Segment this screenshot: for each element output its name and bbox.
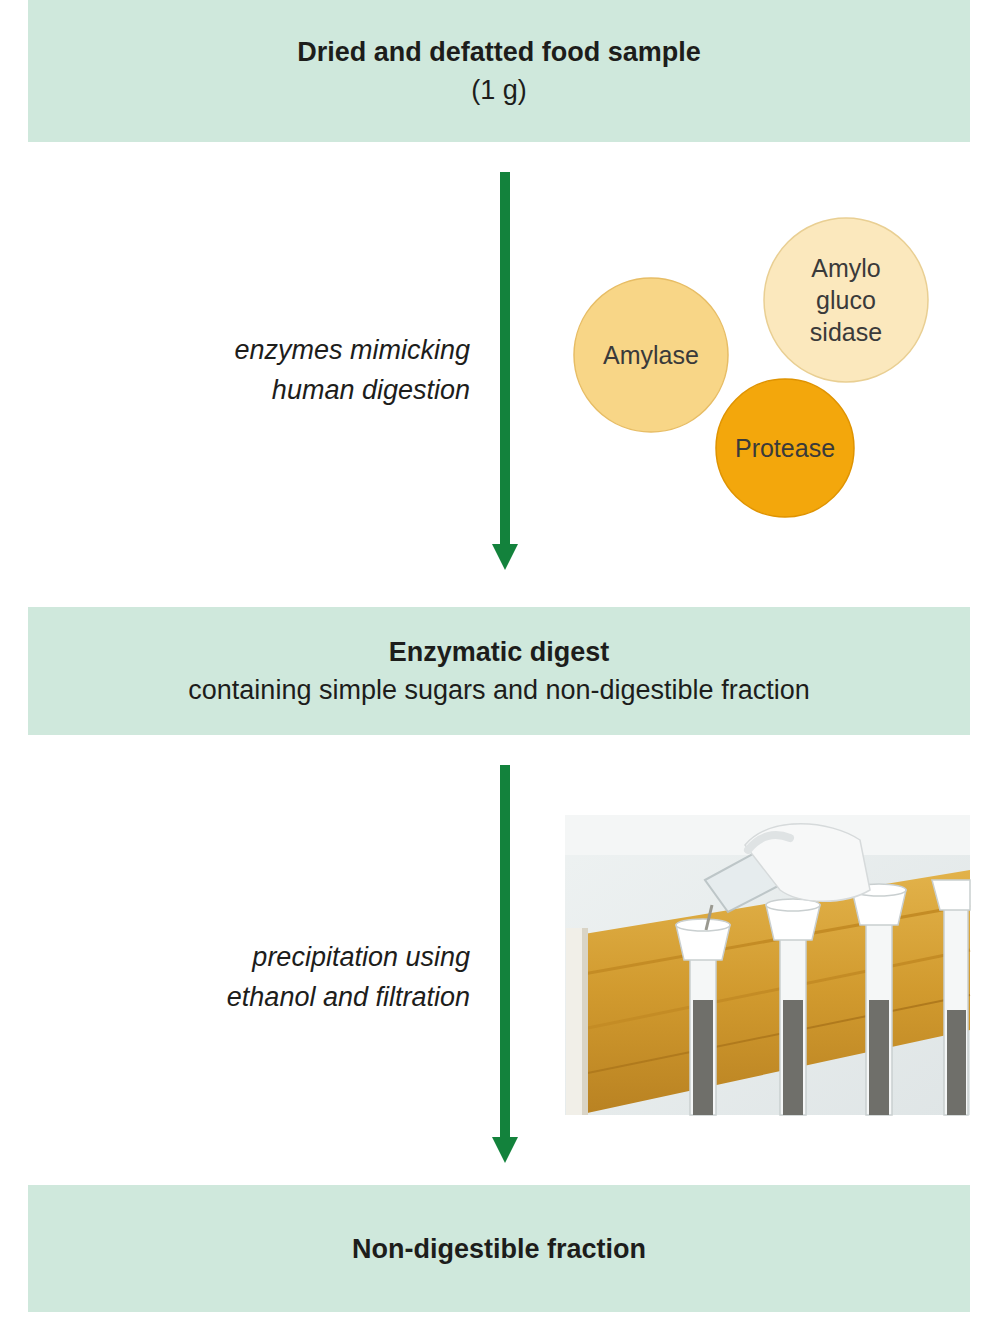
flow-arrow <box>492 765 518 1163</box>
node-title: Protease <box>733 432 837 464</box>
node-subtitle: containing simple sugars and non-digesti… <box>188 671 809 709</box>
node-title: Dried and defatted food sample <box>297 33 701 71</box>
node-subtitle: (1 g) <box>471 71 527 109</box>
node-title: Non-digestible fraction <box>352 1230 646 1268</box>
process-band: Enzymatic digestcontaining simple sugars… <box>28 607 970 735</box>
process-band: Non-digestible fraction <box>28 1185 970 1312</box>
enzyme-circle: Protease <box>715 378 855 518</box>
flow-arrow <box>492 172 518 570</box>
enzyme-circle: Amylase <box>573 277 729 433</box>
process-band: Dried and defatted food sample(1 g) <box>28 0 970 142</box>
step-label: precipitation using ethanol and filtrati… <box>170 937 470 1017</box>
node-title: Amylo gluco sidase <box>781 252 911 348</box>
node-title: Amylase <box>591 339 711 371</box>
node-title: Enzymatic digest <box>389 633 610 671</box>
enzyme-circle: Amylo gluco sidase <box>763 217 929 383</box>
step-label: enzymes mimicking human digestion <box>170 330 470 410</box>
